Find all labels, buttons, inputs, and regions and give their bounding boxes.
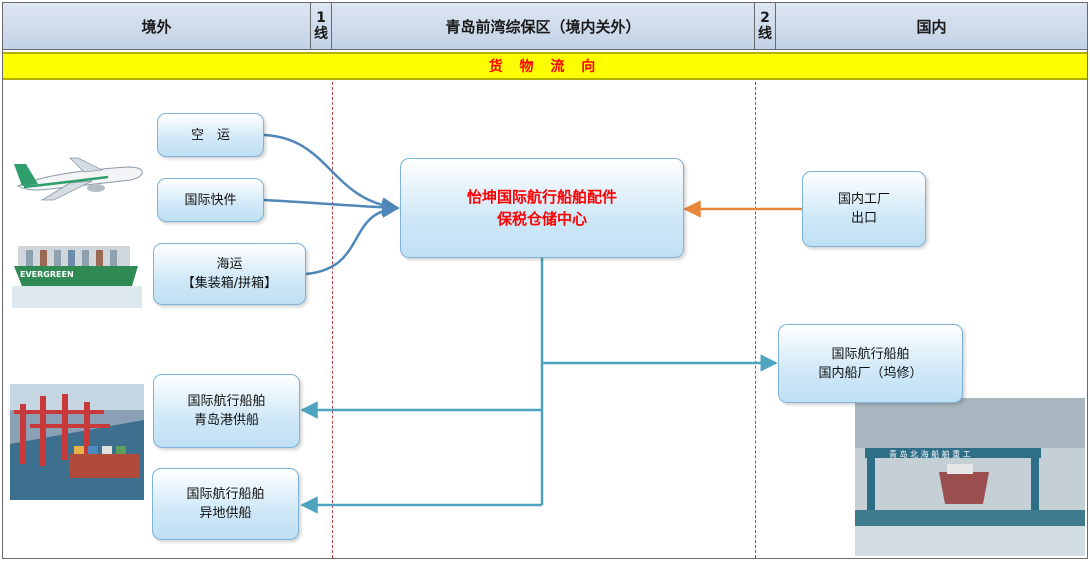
remote-supply-label: 国际航行船舶 — [186, 487, 265, 502]
airplane-picture — [14, 157, 143, 201]
header-domestic: 国内 — [776, 3, 1087, 50]
container-ship-picture: EVERGREEN — [12, 236, 142, 308]
sea-transport-sublabel: 【集装箱/拼箱】 — [181, 276, 278, 291]
header-line2-char: 线 — [758, 26, 772, 42]
header-line2: 2 线 — [755, 3, 776, 50]
domestic-shipyard-box: 国际航行船舶 国内船厂（坞修） — [778, 324, 963, 403]
port-cranes-picture — [10, 384, 144, 500]
header-bonded-zone: 青岛前湾综保区（境内关外） — [332, 3, 755, 50]
sea-to-center-arrow — [305, 200, 400, 276]
header-overseas-label: 境外 — [141, 17, 172, 36]
shipyard-gantry-text: 青 岛 北 海 船 舶 重 工 — [889, 449, 971, 459]
line2-separator — [755, 82, 756, 558]
header-line2-number: 2 — [760, 10, 770, 26]
line1-separator — [332, 82, 333, 558]
flow-direction-label: 货 物 流 向 — [488, 59, 602, 75]
sea-transport-box: 海运 【集装箱/拼箱】 — [153, 243, 306, 305]
bonded-warehouse-center-box: 怡坤国际航行船舶配件 保税仓储中心 — [400, 158, 684, 258]
header-line1-char: 线 — [314, 26, 328, 42]
bonded-warehouse-center-title: 怡坤国际航行船舶配件 — [466, 188, 617, 206]
domestic-factory-box: 国内工厂 出口 — [802, 171, 926, 247]
sea-transport-label: 海运 — [216, 257, 243, 272]
qingdao-port-supply-box: 国际航行船舶 青岛港供船 — [153, 374, 300, 448]
header-bonded-zone-label: 青岛前湾综保区（境内关外） — [445, 17, 641, 36]
domestic-shipyard-sublabel: 国内船厂（坞修） — [818, 365, 923, 381]
qingdao-port-supply-label: 国际航行船舶 — [187, 394, 266, 409]
header-line1-number: 1 — [316, 10, 326, 26]
bonded-warehouse-center-subtitle: 保税仓储中心 — [496, 210, 587, 228]
header-overseas: 境外 — [3, 3, 311, 50]
remote-supply-sublabel: 异地供船 — [199, 506, 252, 521]
flow-direction-band: 货 物 流 向 — [3, 52, 1087, 80]
air-transport-label: 空 运 — [190, 127, 230, 143]
air-to-center-arrow — [263, 133, 400, 215]
remote-supply-box: 国际航行船舶 异地供船 — [152, 468, 299, 540]
ship-hull-text: EVERGREEN — [20, 270, 74, 279]
shipyard-picture: 青 岛 北 海 船 舶 重 工 — [855, 398, 1085, 556]
domestic-factory-sublabel: 出口 — [850, 211, 877, 226]
international-express-label: 国际快件 — [184, 192, 237, 208]
qingdao-port-supply-sublabel: 青岛港供船 — [193, 413, 259, 428]
header-domestic-label: 国内 — [916, 17, 947, 36]
domestic-shipyard-label: 国际航行船舶 — [831, 346, 910, 362]
international-express-box: 国际快件 — [157, 178, 264, 222]
header-line1: 1 线 — [311, 3, 332, 50]
domestic-factory-label: 国内工厂 — [837, 192, 890, 207]
air-transport-box: 空 运 — [157, 113, 264, 157]
